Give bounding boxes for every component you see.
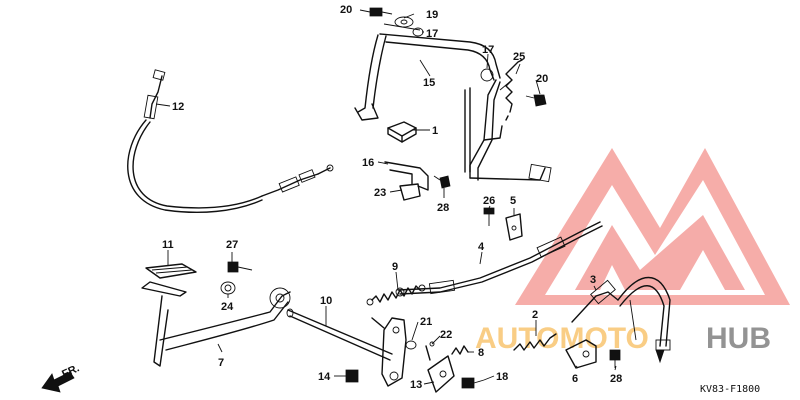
callout-14: 14 [318,371,331,383]
callout-5: 5 [510,195,516,207]
callout-13: 13 [410,379,422,391]
front-label: FR. [60,362,81,380]
stand-spring-group [480,59,547,121]
part-22-pin [425,341,435,361]
part-1-stopper [387,121,417,143]
callout-4: 4 [478,241,485,253]
callout-26: 26 [483,195,495,207]
part-13-brake-arm [371,317,407,387]
watermark: AUTOMOTO HUB [475,148,790,355]
part-26-bolt [483,207,495,226]
watermark-word-a: AUTOMOTO [475,322,649,355]
part-9-spring [366,284,426,306]
part-10-brake-shaft [286,308,393,361]
diagram-code: KV83-F1800 [700,384,760,395]
callout-28: 28 [437,202,449,214]
part-21-washer [405,340,417,350]
callout-17: 17 [426,28,438,40]
callout-12: 12 [172,101,184,113]
part-18-bolt [461,377,485,389]
part-16-bracket [384,161,451,201]
part-13b-lever [427,355,455,393]
callout-9: 9 [392,261,398,273]
callout-10: 10 [320,295,332,307]
part-14-bolt [345,369,359,383]
part-27-bolt [227,261,253,273]
part-8-spring [451,345,469,355]
callout-24: 24 [221,301,234,313]
watermark-triangle-logo [515,148,790,305]
part-28-bolt-lower [609,349,621,368]
part-12-cable [127,69,334,213]
callout-18-lower: 18 [496,371,508,383]
callout-27: 27 [226,239,238,251]
callout-23: 23 [374,187,386,199]
front-direction-arrow: FR. [41,362,81,393]
callout-21: 21 [420,316,432,328]
part-2-spring [513,333,557,351]
callout-22: 22 [440,329,452,341]
leader-lines [155,9,617,385]
part-3-stop-switch [571,276,671,364]
callout-20: 20 [340,4,352,16]
callout-2: 2 [532,309,538,321]
callout-6: 6 [572,373,578,385]
callout-numbers: 20 19 18 17 15 17 25 20 12 1 16 23 28 26… [162,4,622,391]
callout-3: 3 [590,274,596,286]
stand-pivot-hardware [369,7,424,37]
callout-28-lower: 28 [610,373,622,385]
callout-1: 1 [432,125,438,137]
callout-15: 15 [423,77,435,89]
part-11-pedal-rubber [145,263,197,279]
callout-8: 8 [478,347,484,359]
watermark-word-b: HUB [706,322,771,355]
part-15-main-stand [354,33,552,183]
part-6-bracket [565,339,597,369]
part-24-collar [220,281,236,295]
callout-11: 11 [162,239,174,251]
callout-20-right: 20 [536,73,548,85]
callout-25: 25 [513,51,525,63]
callout-19: 19 [426,9,438,21]
callout-16: 16 [362,157,374,169]
part-4-cable [395,221,603,297]
part-7-brake-pedal [141,281,291,367]
callout-17-lower: 17 [482,44,494,56]
callout-7: 7 [218,357,224,369]
part-5-plate [505,213,523,241]
